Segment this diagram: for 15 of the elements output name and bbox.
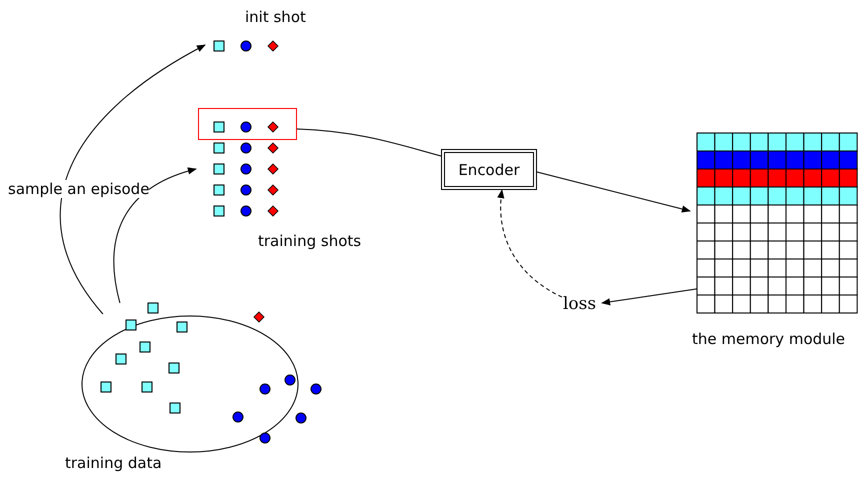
arrow [60, 44, 206, 314]
dashed-arrow [498, 189, 562, 298]
node-label: the memory module [692, 330, 846, 348]
connector-line [296, 128, 442, 156]
encoder-box [441, 149, 537, 190]
arrow [601, 288, 698, 306]
arrow [114, 168, 197, 304]
node-label: init shot [245, 8, 306, 26]
encoder-label: Encoder [457, 161, 521, 179]
highlight-box [198, 108, 297, 140]
node-label: training shots [258, 232, 362, 250]
loss-label: loss [563, 295, 596, 313]
edge-label: sample an episode [8, 180, 150, 198]
node-label: training data [65, 454, 162, 472]
arrow [536, 172, 691, 212]
